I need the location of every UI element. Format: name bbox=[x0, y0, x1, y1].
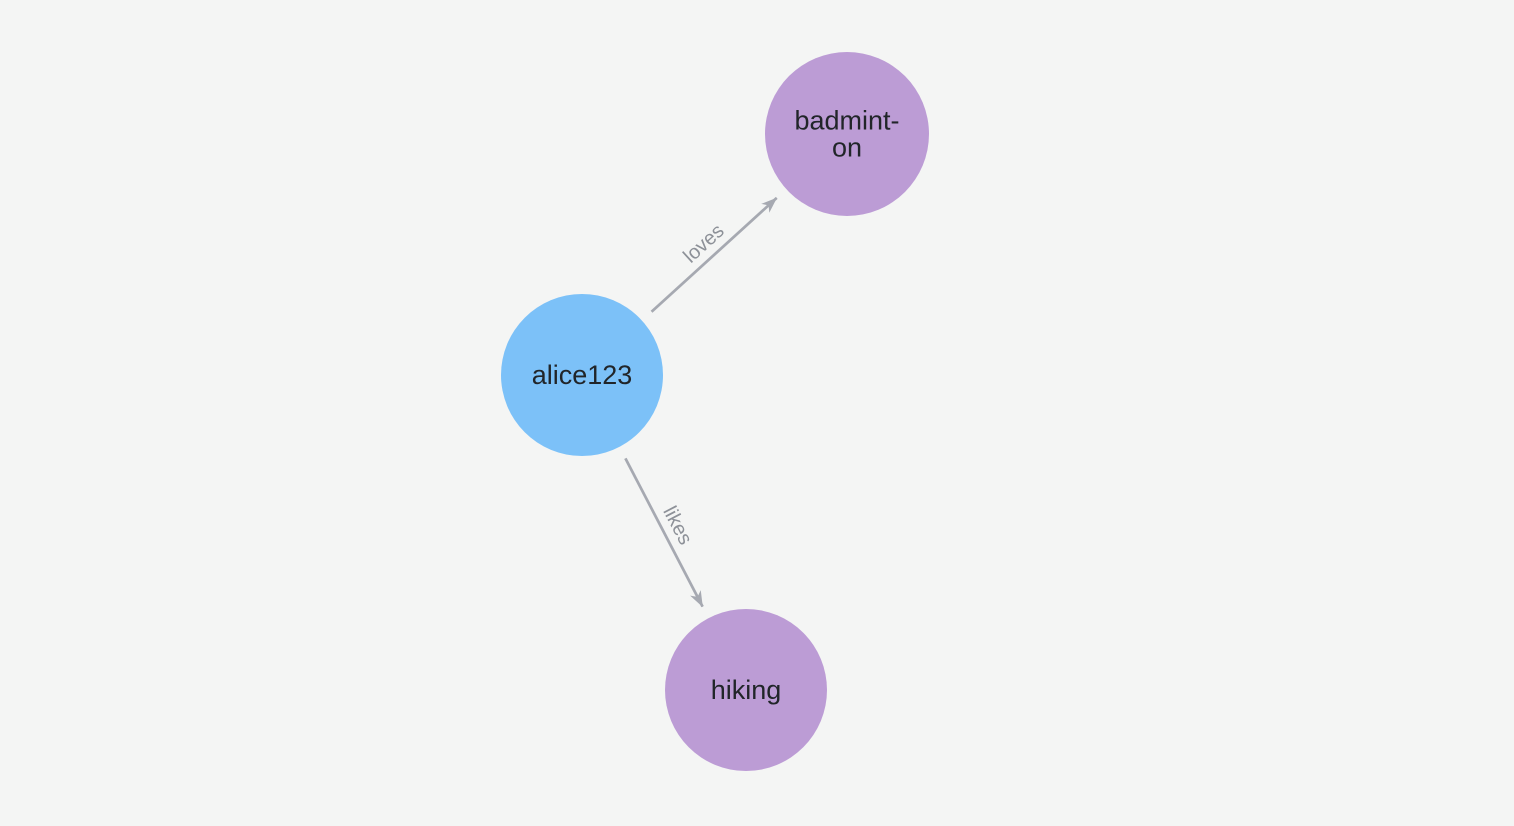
edge-line-loves[interactable] bbox=[650, 196, 778, 313]
edge-label-loves[interactable]: loves bbox=[679, 220, 728, 268]
node-badminton[interactable]: badmint-on bbox=[765, 52, 929, 216]
edge-loves[interactable]: loves bbox=[650, 196, 778, 313]
node-circle-alice123[interactable] bbox=[501, 294, 663, 456]
edge-line-likes[interactable] bbox=[624, 457, 704, 608]
node-hiking[interactable]: hiking bbox=[665, 609, 827, 771]
edge-likes[interactable]: likes bbox=[624, 457, 704, 608]
node-circle-badminton[interactable] bbox=[765, 52, 929, 216]
node-circle-hiking[interactable] bbox=[665, 609, 827, 771]
node-alice123[interactable]: alice123 bbox=[501, 294, 663, 456]
edge-label-likes[interactable]: likes bbox=[658, 503, 696, 549]
